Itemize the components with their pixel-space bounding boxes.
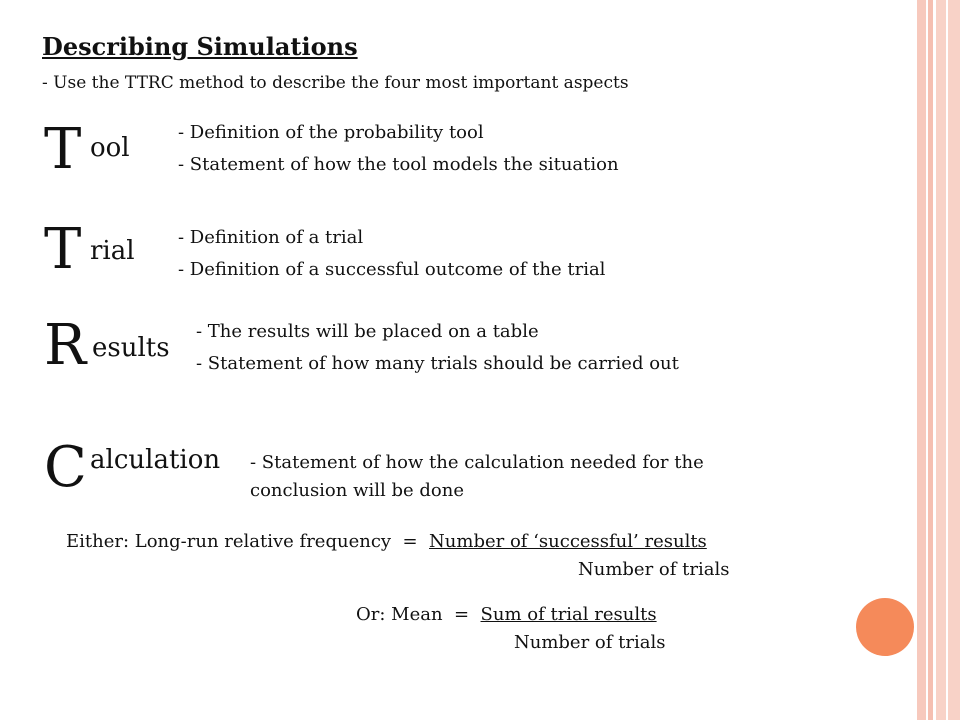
right-border-stripe bbox=[917, 0, 926, 720]
results-initial: R bbox=[44, 313, 87, 378]
results-point-2: - Statement of how many trials should be… bbox=[196, 353, 679, 374]
calculation-point-2: conclusion will be done bbox=[250, 480, 464, 501]
tool-point-2: - Statement of how the tool models the s… bbox=[178, 154, 619, 175]
trial-word: rial bbox=[90, 236, 135, 266]
or-formula-numerator: Sum of trial results bbox=[480, 604, 657, 625]
calculation-point-1: - Statement of how the calculation neede… bbox=[250, 452, 704, 473]
or-formula-denominator: Number of trials bbox=[514, 632, 666, 653]
right-border-stripe-inner bbox=[928, 0, 933, 720]
tool-word: ool bbox=[90, 133, 130, 163]
right-border-gap-2 bbox=[933, 0, 936, 720]
results-word: esults bbox=[92, 333, 170, 363]
either-formula-prefix: Either: Long-run relative frequency = bbox=[66, 531, 430, 552]
calculation-initial: C bbox=[44, 435, 87, 500]
tool-initial: T bbox=[44, 117, 82, 182]
trial-point-2: - Definition of a successful outcome of … bbox=[178, 259, 606, 280]
decorative-circle bbox=[856, 598, 914, 656]
slide-subtitle: - Use the TTRC method to describe the fo… bbox=[42, 73, 629, 93]
either-formula-denominator: Number of trials bbox=[578, 559, 730, 580]
calculation-word: alculation bbox=[90, 445, 221, 475]
or-formula-prefix: Or: Mean = bbox=[356, 604, 481, 625]
slide-title: Describing Simulations bbox=[42, 32, 358, 61]
or-formula-line: Or: Mean = Sum of trial results bbox=[356, 604, 657, 626]
right-border-band bbox=[936, 0, 960, 720]
results-point-1: - The results will be placed on a table bbox=[196, 321, 539, 342]
trial-initial: T bbox=[44, 217, 82, 282]
right-border-line bbox=[946, 0, 948, 720]
tool-point-1: - Definition of the probability tool bbox=[178, 122, 484, 143]
either-formula-numerator: Number of ‘successful’ results bbox=[429, 531, 707, 552]
right-border-gap bbox=[926, 0, 928, 720]
either-formula-line: Either: Long-run relative frequency = Nu… bbox=[66, 531, 707, 553]
trial-point-1: - Definition of a trial bbox=[178, 227, 364, 248]
